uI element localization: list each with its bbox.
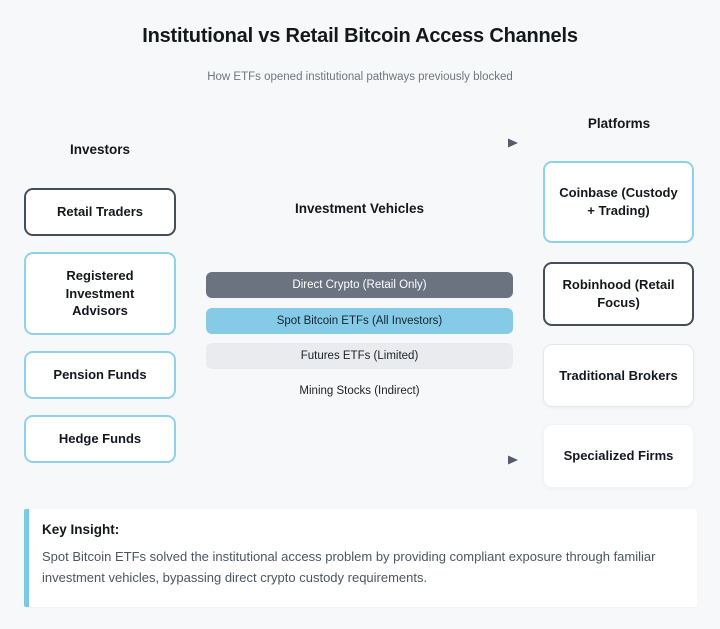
page-title: Institutional vs Retail Bitcoin Access C… (142, 25, 578, 47)
bar-futures-etfs: Futures ETFs (Limited) (206, 343, 513, 369)
key-insight-card: Key Insight: Spot Bitcoin ETFs solved th… (24, 509, 697, 607)
node-specialized-firms: Specialized Firms (543, 424, 694, 488)
node-pension-funds: Pension Funds (24, 351, 176, 399)
flow-arrow-top (204, 138, 518, 148)
node-coinbase: Coinbase (Custody + Trading) (543, 161, 694, 243)
node-registered-investment-advisors: Registered Investment Advisors (24, 252, 176, 335)
column-heading-investors: Investors (69, 142, 131, 157)
key-insight-body: Spot Bitcoin ETFs solved the institution… (42, 549, 656, 585)
bar-spot-bitcoin-etfs: Spot Bitcoin ETFs (All Investors) (206, 308, 513, 334)
flow-arrow-bottom (204, 455, 518, 465)
node-retail-traders: Retail Traders (24, 188, 176, 236)
key-insight-heading: Key Insight: (42, 522, 120, 537)
column-heading-investment-vehicles: Investment Vehicles (294, 201, 425, 216)
node-traditional-brokers: Traditional Brokers (543, 344, 694, 407)
node-robinhood: Robinhood (Retail Focus) (543, 262, 694, 326)
node-hedge-funds: Hedge Funds (24, 415, 176, 463)
page-subtitle: How ETFs opened institutional pathways p… (207, 71, 513, 83)
bar-direct-crypto: Direct Crypto (Retail Only) (206, 272, 513, 298)
column-heading-platforms: Platforms (587, 116, 651, 131)
bar-mining-stocks: Mining Stocks (Indirect) (299, 385, 420, 397)
